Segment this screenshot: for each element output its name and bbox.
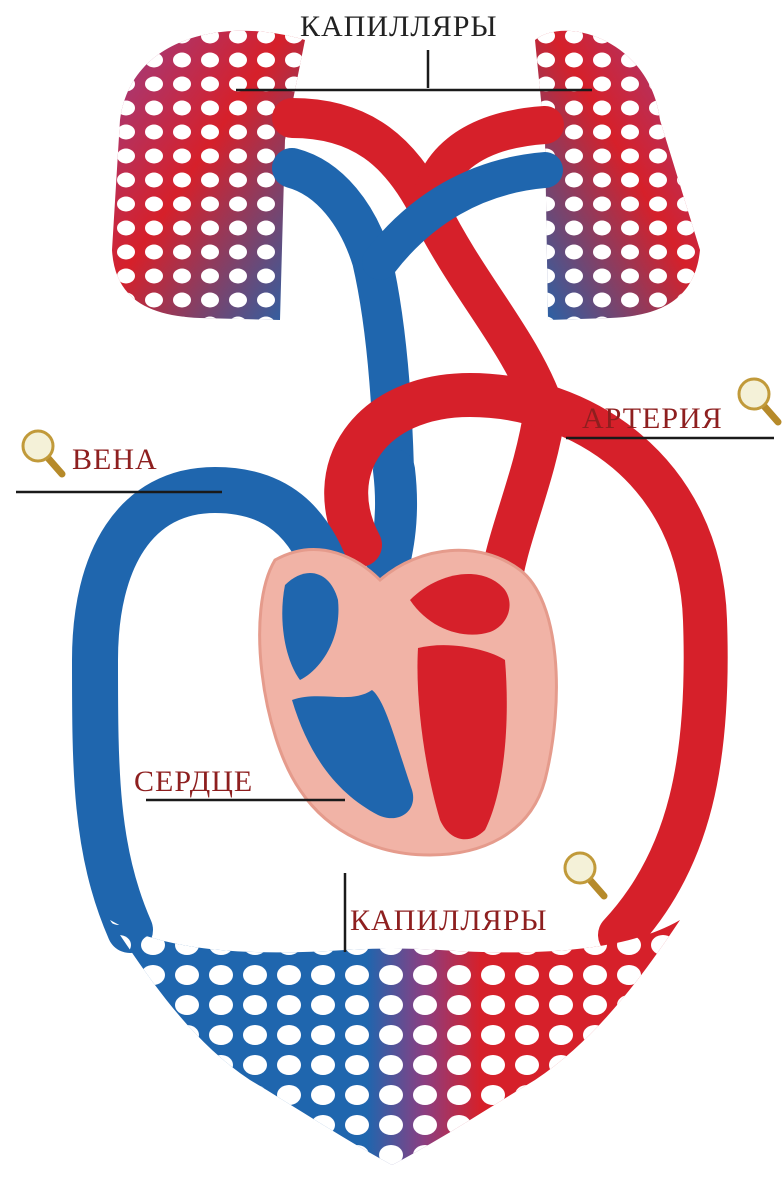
heart [260,550,557,855]
capillary-bed-bottom [110,920,680,1165]
label-capillaries-top: КАПИЛЛЯРЫ [300,10,498,43]
magnifier-icon[interactable] [739,379,778,422]
magnifier-icon[interactable] [565,853,604,896]
magnifier-icon[interactable] [23,431,62,474]
label-vein: ВЕНА [72,443,158,476]
label-artery: АРТЕРИЯ [582,402,723,435]
label-heart: СЕРДЦЕ [134,765,253,798]
label-capillaries-bottom: КАПИЛЛЯРЫ [350,904,548,937]
